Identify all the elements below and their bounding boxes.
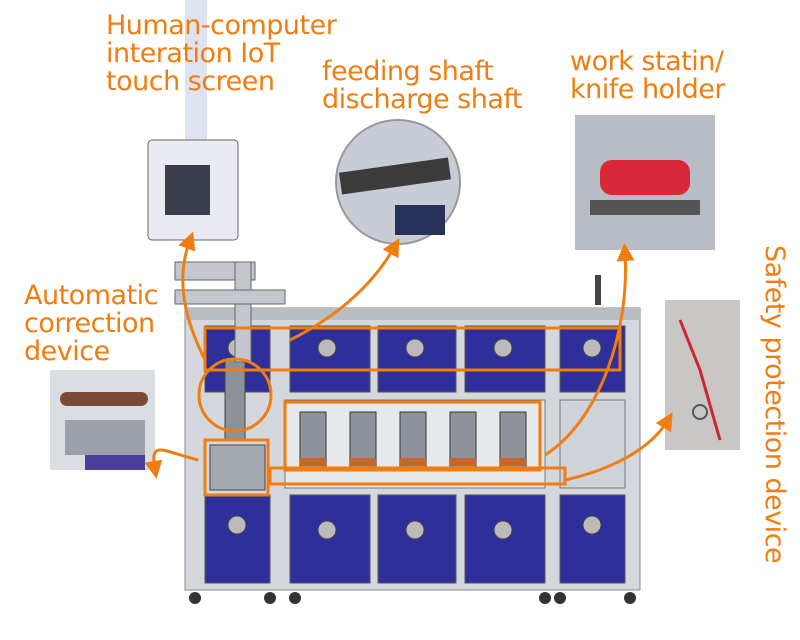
label-line: Automatic: [24, 280, 158, 311]
label-line: feeding shaft: [322, 56, 494, 87]
safety-label: Safety protection device: [759, 245, 790, 564]
label-line: touch screen: [106, 66, 275, 97]
machine-frame: [174, 261, 641, 604]
label-line: correction: [24, 308, 155, 339]
callout-lines: [144, 231, 673, 497]
label-line: device: [24, 336, 110, 367]
feeding-shaft-image: [335, 119, 461, 245]
correction-label: Automatic correction device: [24, 282, 158, 366]
safety-device-image: [665, 300, 740, 450]
correction-device-image: [50, 370, 155, 470]
label-line: discharge shaft: [322, 84, 523, 115]
label-line: interation IoT: [106, 38, 280, 69]
label-line: knife holder: [570, 74, 725, 105]
touch-screen-label: Human-computer interation IoT touch scre…: [106, 10, 337, 97]
label-line: work statin/: [570, 46, 724, 77]
touch-screen-image: [147, 0, 239, 241]
work-station-label: work statin/ knife holder: [570, 48, 725, 104]
work-station-image: [575, 115, 715, 250]
label-line: Human-computer: [106, 10, 337, 41]
shaft-label: feeding shaft discharge shaft: [322, 56, 523, 115]
